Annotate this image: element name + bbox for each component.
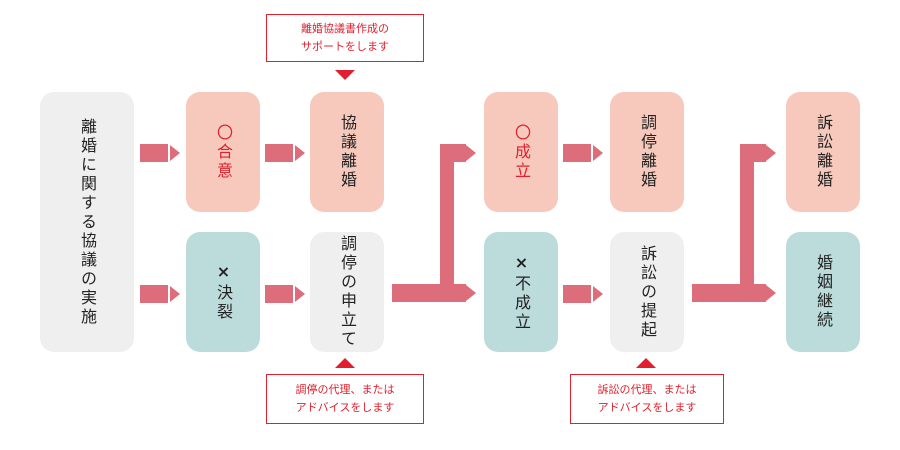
- agreement-text: 合意: [214, 142, 233, 181]
- arrow-success-to-mediation-divorce: [563, 144, 603, 162]
- arrow-nosuccess-to-lawsuit: [563, 285, 603, 303]
- breakdown-text: 決裂: [214, 284, 233, 322]
- agreement-circle-mark: 〇: [214, 123, 233, 143]
- note-top-line1: 離婚協議書作成の: [301, 22, 389, 35]
- note-agreement-support: 離婚協議書作成の サポートをします: [266, 14, 424, 62]
- arrow-lawsuit-branch: [692, 144, 776, 302]
- note-mid-line2: アドバイスをします: [295, 401, 395, 414]
- note-right-line2: アドバイスをします: [597, 401, 697, 414]
- note-right-line1: 訴訟の代理、または: [597, 383, 697, 396]
- note-right-pointer: [636, 358, 656, 368]
- nosuccess-cross-mark: ×: [512, 252, 531, 275]
- lawsuit-filing-box: 訴訟の提起: [610, 232, 684, 352]
- nosuccess-text: 不成立: [512, 274, 531, 332]
- arrow-fail-to-mediation: [265, 285, 305, 303]
- success-text: 成立: [512, 142, 531, 181]
- note-mid-pointer: [335, 358, 355, 368]
- note-top-pointer: [335, 70, 355, 80]
- mediation-failure-box: ×不成立: [484, 232, 558, 352]
- mediation-success-box: 〇成立: [484, 92, 558, 212]
- note-lawsuit-support: 訴訟の代理、または アドバイスをします: [570, 374, 724, 424]
- kyogi-divorce-box: 協議離婚: [310, 92, 384, 212]
- agreement-box: 〇合意: [186, 92, 260, 212]
- note-mid-line1: 調停の代理、または: [295, 383, 395, 396]
- breakdown-label: ×決裂: [214, 262, 233, 322]
- arrow-mediation-branch: [392, 144, 476, 302]
- mediation-application-box: 調停の申立て: [310, 232, 384, 352]
- mediation-failure-label: ×不成立: [512, 252, 531, 332]
- arrow-start-to-fail: [140, 285, 180, 303]
- start-discussion-box: 離婚に関する協議の実施: [40, 92, 134, 352]
- kyogi-divorce-label: 協議離婚: [338, 114, 357, 190]
- mediation-application-label: 調停の申立て: [338, 235, 357, 349]
- breakdown-box: ×決裂: [186, 232, 260, 352]
- note-mediation-support: 調停の代理、または アドバイスをします: [266, 374, 424, 424]
- marriage-continuation-label: 婚姻継続: [814, 254, 833, 330]
- marriage-continuation-box: 婚姻継続: [786, 232, 860, 352]
- mediation-divorce-label: 調停離婚: [638, 114, 657, 190]
- start-discussion-label: 離婚に関する協議の実施: [78, 117, 97, 327]
- breakdown-cross-mark: ×: [214, 262, 233, 284]
- arrow-agree-to-kyogi: [265, 144, 305, 162]
- success-circle-mark: 〇: [512, 123, 531, 143]
- mediation-success-label: 〇成立: [512, 123, 531, 181]
- lawsuit-divorce-box: 訴訟離婚: [786, 92, 860, 212]
- agreement-label: 〇合意: [214, 123, 233, 181]
- arrow-start-to-agree: [140, 144, 180, 162]
- lawsuit-filing-label: 訴訟の提起: [638, 244, 657, 340]
- lawsuit-divorce-label: 訴訟離婚: [814, 114, 833, 190]
- note-top-line2: サポートをします: [301, 40, 389, 53]
- mediation-divorce-box: 調停離婚: [610, 92, 684, 212]
